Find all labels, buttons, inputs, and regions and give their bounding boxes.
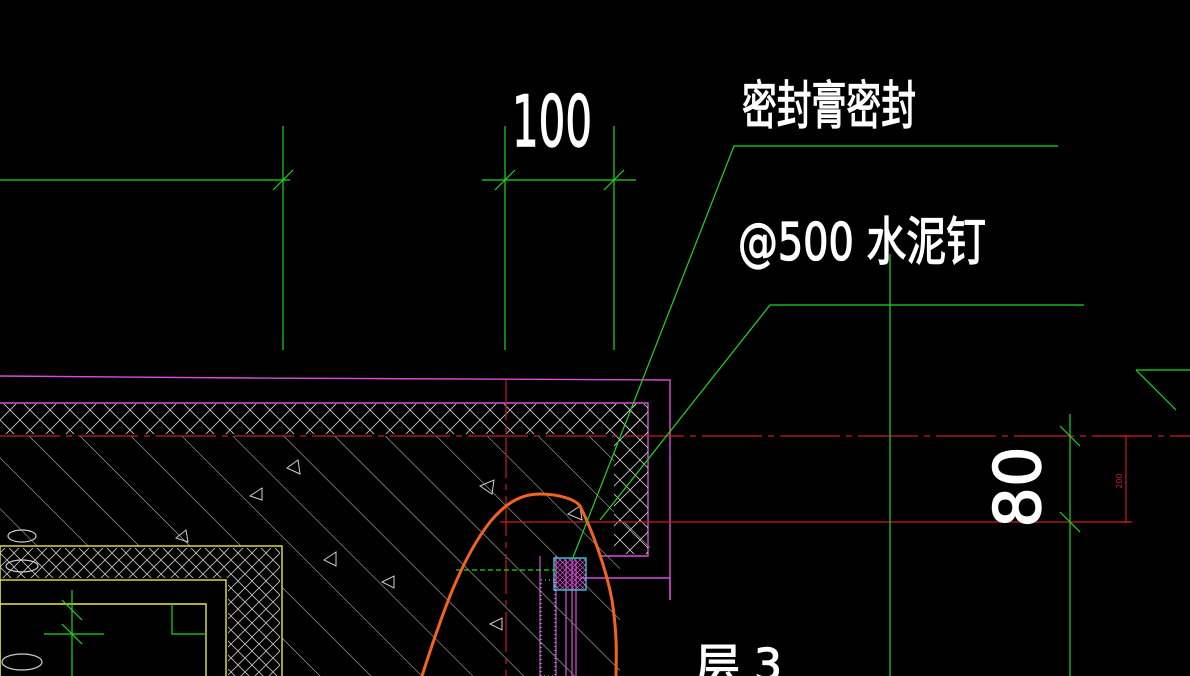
sealant-detail [553,557,587,591]
insulation-block [0,545,283,676]
wall-dotted-fill [540,579,556,676]
ellipse-marks [1,529,43,671]
dimension-80: 80 [982,446,1056,527]
leader-lines [571,145,1084,561]
nail-annotation: @500 水泥钉 [738,213,986,273]
dimension-100: 100 [512,81,592,163]
concrete-hatch [0,436,650,676]
aggregate-marks [174,459,583,631]
axis-lines [0,380,1190,676]
dimension-lines [0,126,1190,676]
insulation-fill [0,548,280,578]
dimension-200: 200 [1115,473,1124,488]
layer-annotation: 层 3 [696,640,782,676]
revision-cloud [420,492,618,676]
insulation-fill-side [228,578,280,676]
top-insulation-strip [0,404,640,434]
right-insulation-strip [614,404,648,554]
sealant-annotation: 密封膏密封 [742,77,916,137]
